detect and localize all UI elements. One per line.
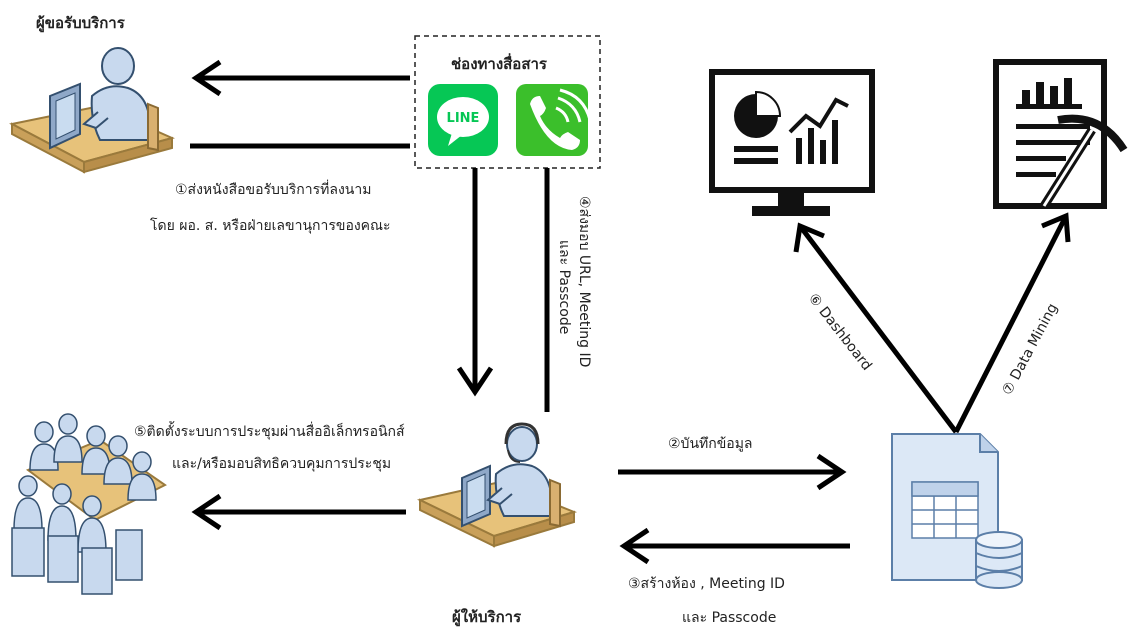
step7-label: ⑦ Data Mining <box>999 301 1061 398</box>
step3-line1: ③สร้างห้อง , Meeting ID <box>628 576 785 592</box>
arrow-to-meeting-group <box>191 493 406 531</box>
line-app-icon: LINE <box>428 84 498 156</box>
requester-person-icon <box>9 47 175 174</box>
step3-line2: และ Passcode <box>682 610 776 626</box>
step4-line2: และ Passcode <box>556 240 572 334</box>
meeting-group-icon <box>11 413 167 595</box>
step4-line1: ④ส่งมอบ URL, Meeting ID <box>576 196 592 367</box>
arrow-to-requester <box>191 59 410 97</box>
database-table-icon <box>891 433 1023 589</box>
data-mining-report-icon <box>993 59 1128 209</box>
channels-title: ช่องทางสื่อสาร <box>451 53 548 73</box>
provider-label: ผู้ให้บริการ <box>452 608 522 627</box>
dashboard-monitor-icon <box>709 69 875 216</box>
step5-line1: ⑤ติดตั้งระบบการประชุมผ่านสื่ออิเล็กทรอนิ… <box>134 421 405 440</box>
step1-line2: โดย ผอ. ส. หรือฝ่ายเลขานุการของคณะ <box>150 217 391 234</box>
provider-person-icon <box>416 422 578 548</box>
arrow-to-data-mining <box>953 212 1071 434</box>
phone-icon <box>516 84 592 156</box>
step5-line2: และ/หรือมอบสิทธิควบคุมการประชุม <box>172 456 391 472</box>
arrow-down-to-provider <box>456 168 494 397</box>
requester-label: ผู้ขอรับบริการ <box>36 14 126 33</box>
step6-label: ⑥ Dashboard <box>805 291 875 374</box>
arrow-to-dashboard <box>793 222 958 434</box>
step1-line1: ①ส่งหนังสือขอรับบริการที่ลงนาม <box>175 180 371 198</box>
arrow-to-database <box>618 453 847 491</box>
step2-label: ②บันทึกข้อมูล <box>668 436 753 452</box>
line-app-label: LINE <box>447 111 480 126</box>
arrow-to-provider <box>619 527 850 565</box>
